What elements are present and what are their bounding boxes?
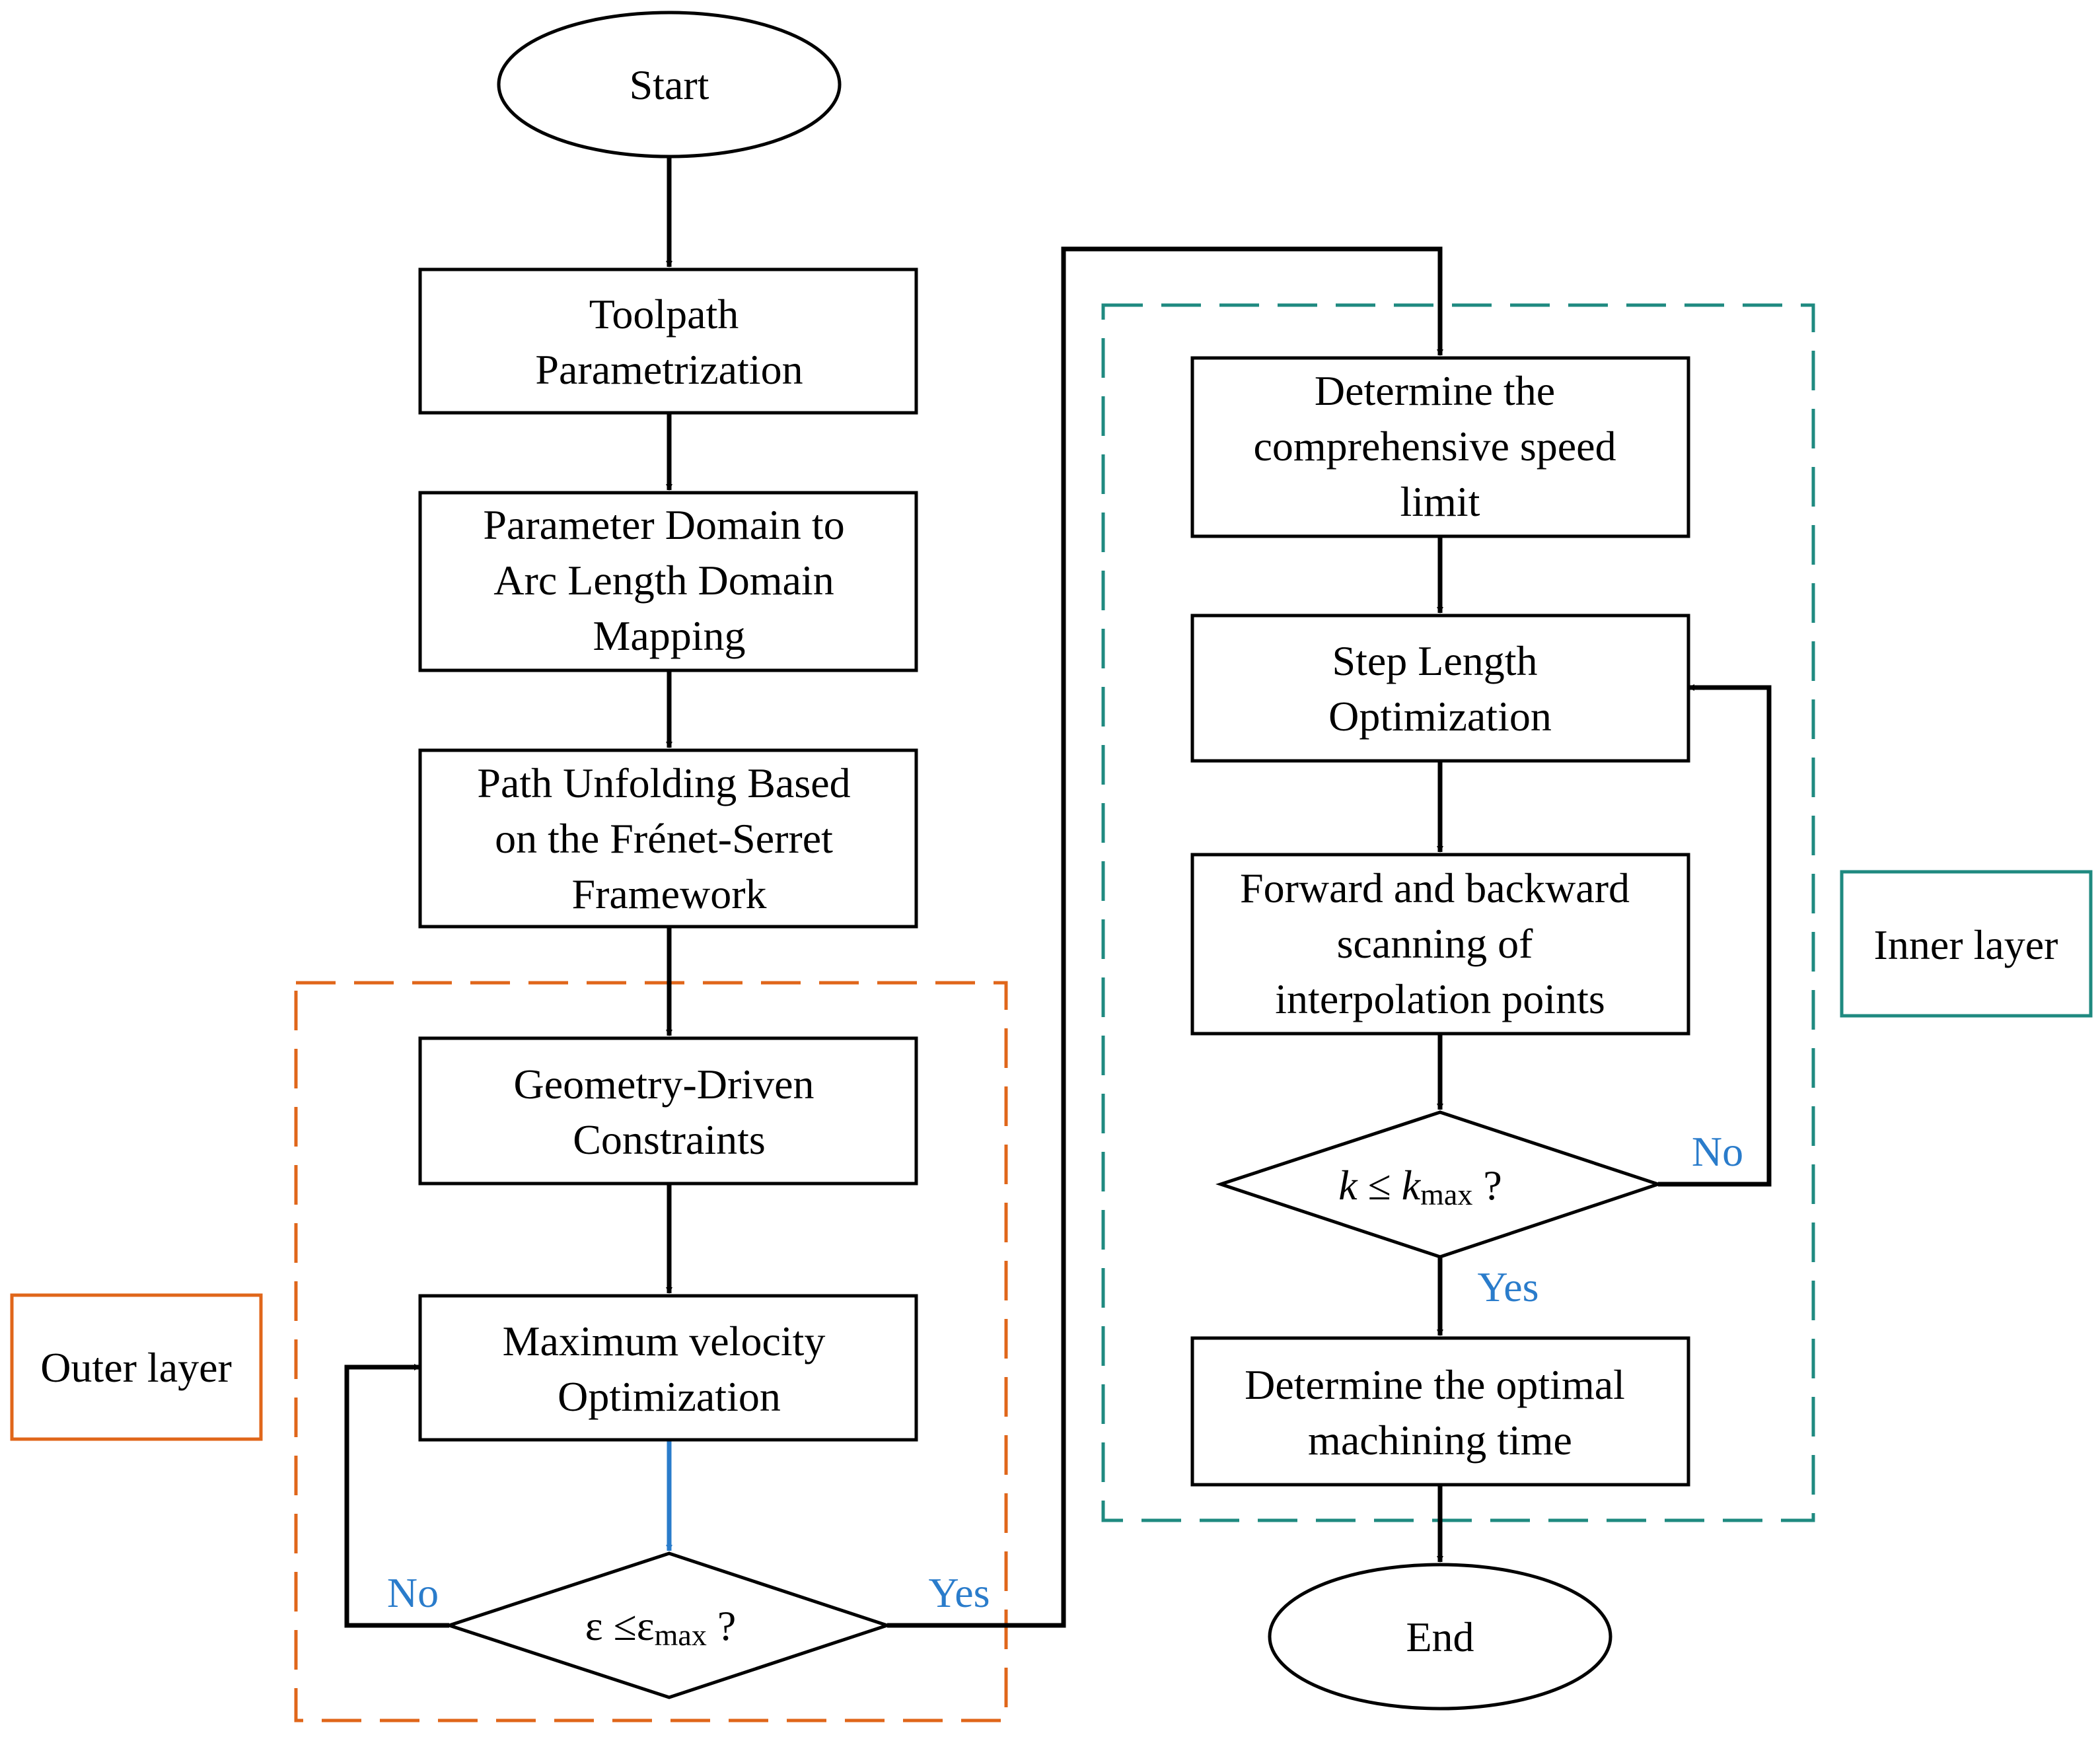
outer-layer-label-box: Outer layer (10, 1293, 263, 1441)
toolpath-parametrization-box: Toolpath Parametrization (418, 267, 918, 415)
inner-layer-region (1101, 303, 1815, 1522)
connectors (344, 157, 1772, 1628)
geometry-constraints-box: Geometry-Driven Constraints (418, 1036, 918, 1186)
geometry-line-2: Constraints (573, 1116, 766, 1163)
start-label: Start (630, 61, 709, 108)
speedlimit-line-2: comprehensive speed (1253, 423, 1616, 470)
outer-layer-region (294, 981, 1008, 1722)
unfolding-line-2: on the Frénet-Serret (495, 815, 833, 862)
speedlimit-line-3: limit (1400, 478, 1480, 525)
speed-limit-box: Determine the comprehensive speed limit (1190, 356, 1690, 538)
outer-layer-label: Outer layer (40, 1344, 232, 1391)
unfolding-line-3: Framework (571, 870, 766, 917)
steplength-line-1: Step Length (1332, 637, 1537, 684)
svg-text:k ≤ kmax ?: k ≤ kmax ? (1338, 1162, 1502, 1211)
outer-decision-symbol: ε ≤ε (585, 1602, 655, 1649)
inner-decision-suffix: ? (1472, 1162, 1502, 1209)
outer-decision-suffix: ? (707, 1602, 736, 1649)
inner-decision-var2: k (1402, 1162, 1422, 1209)
max-velocity-box: Maximum velocity Optimization (418, 1294, 918, 1442)
scanning-line-3: interpolation points (1275, 975, 1605, 1022)
outer-no-label: No (387, 1569, 439, 1616)
svg-text:Forward and backward sca: Forward and backward scanning of interpo… (1240, 865, 1640, 1022)
mapping-line-3: Mapping (593, 612, 745, 659)
speedlimit-line-1: Determine the (1315, 367, 1555, 414)
toolpath-line-1: Toolpath (589, 291, 739, 337)
svg-text:Path Unfolding Based on: Path Unfolding Based on the Frénet-Serre… (477, 760, 861, 917)
outer-yes-label: Yes (928, 1569, 990, 1616)
optimal-time-box: Determine the optimal machining time (1190, 1336, 1690, 1487)
domain-mapping-box: Parameter Domain to Arc Length Domain Ma… (418, 491, 918, 672)
end-label: End (1406, 1613, 1474, 1660)
end-terminal: End (1268, 1563, 1612, 1711)
inner-yes-label: Yes (1477, 1263, 1539, 1310)
scanning-box: Forward and backward scanning of interpo… (1190, 853, 1690, 1036)
step-length-box: Step Length Optimization (1190, 614, 1690, 763)
scanning-line-1: Forward and backward (1240, 865, 1630, 911)
outer-decision-subscript: max (655, 1618, 707, 1652)
inner-layer-label: Inner layer (1874, 921, 2058, 968)
optimaltime-line-2: machining time (1308, 1417, 1572, 1464)
inner-no-label: No (1692, 1128, 1743, 1175)
maxvel-line-1: Maximum velocity (503, 1318, 826, 1365)
svg-text:ε ≤εmax ?: ε ≤εmax ? (585, 1602, 736, 1652)
scanning-line-2: scanning of (1337, 920, 1534, 967)
unfolding-line-1: Path Unfolding Based (477, 760, 850, 806)
svg-text:Determine the optimal ma: Determine the optimal machining time (1245, 1361, 1636, 1464)
mapping-line-1: Parameter Domain to (483, 501, 844, 548)
geometry-line-1: Geometry-Driven (514, 1061, 815, 1108)
svg-text:Toolpath Parametrization: Toolpath Parametrization (535, 291, 803, 393)
svg-text:Parameter Domain to Arc: Parameter Domain to Arc Length Domain Ma… (483, 501, 855, 659)
svg-text:Maximum velocity Optimiz: Maximum velocity Optimization (503, 1318, 836, 1420)
path-unfolding-box: Path Unfolding Based on the Frénet-Serre… (418, 748, 918, 929)
svg-text:Determine the comprehens: Determine the comprehensive speed limit (1253, 367, 1626, 525)
outer-decision-diamond: ε ≤εmax ? (443, 1551, 892, 1699)
mapping-line-2: Arc Length Domain (493, 557, 834, 604)
steplength-line-2: Optimization (1328, 693, 1552, 740)
start-terminal: Start (497, 11, 842, 159)
optimaltime-line-1: Determine the optimal (1245, 1361, 1625, 1408)
inner-decision-subscript: max (1420, 1178, 1472, 1211)
svg-text:Step Length Optimization: Step Length Optimization (1328, 637, 1552, 740)
toolpath-line-2: Parametrization (535, 346, 803, 393)
inner-decision-op: ≤ (1358, 1162, 1402, 1209)
inner-layer-label-box: Inner layer (1840, 870, 2093, 1018)
inner-decision-var: k (1338, 1162, 1358, 1209)
svg-text:Geometry-Driven Constrai: Geometry-Driven Constraints (514, 1061, 825, 1163)
maxvel-line-2: Optimization (558, 1373, 781, 1420)
inner-decision-diamond: k ≤ kmax ? (1215, 1110, 1663, 1259)
